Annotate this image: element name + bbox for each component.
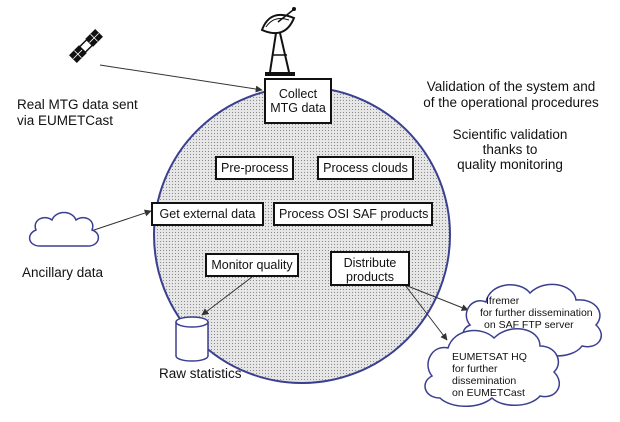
satellite-label-line2: via EUMETCast: [17, 113, 114, 128]
monitor-quality-box: Monitor quality: [205, 253, 299, 277]
satellite-icon: [69, 29, 103, 63]
validation-label-line1: Validation of the system and: [426, 79, 596, 94]
arrow-distribute-to-ifremer: [404, 284, 469, 311]
scientific-label-line1: Scientific validation: [452, 127, 568, 142]
scientific-label-line2: thanks to: [482, 142, 538, 157]
satellite-label-line1: Real MTG data sent: [17, 97, 138, 112]
arrow-satellite-to-collect: [99, 64, 263, 93]
ancillary-data-label: Ancillary data: [22, 265, 104, 280]
process-clouds-box: Process clouds: [317, 156, 414, 180]
collect-box-line1: Collect: [278, 87, 318, 101]
eumetsat-cloud-line3: dissemination: [452, 375, 517, 387]
scientific-label-line3: quality monitoring: [457, 157, 563, 172]
arrow-ancillary-to-external: [87, 209, 152, 233]
preprocess-box: Pre-process: [215, 156, 294, 180]
ifremer-cloud-line1: Ifremer: [486, 295, 520, 307]
database-icon: [175, 316, 209, 362]
ifremer-cloud-line3: on SAF FTP server: [484, 319, 574, 331]
satellite-dish-icon: [260, 7, 296, 76]
collect-box-line2: MTG data: [270, 101, 326, 115]
process-osi-saf-box: Process OSI SAF products: [273, 202, 433, 226]
raw-statistics-label: Raw statistics: [159, 366, 242, 381]
cloud-icon-eumetsat: [424, 328, 560, 407]
collect-mtg-data-box: Collect MTG data: [264, 78, 332, 124]
eumetsat-cloud-line4: on EUMETCast: [452, 387, 525, 399]
get-external-data-box: Get external data: [151, 202, 264, 226]
ifremer-cloud-line2: for further dissemination: [480, 307, 593, 319]
validation-label-line2: of the operational procedures: [423, 95, 599, 110]
arrow-distribute-to-eumetsat: [404, 284, 448, 341]
distribute-box-line1: Distribute: [343, 256, 397, 270]
eumetsat-cloud-line2: for further: [452, 363, 498, 375]
distribute-products-box: Distribute products: [330, 251, 410, 286]
distribute-box-line2: products: [346, 270, 394, 284]
cloud-icon-ancillary: [28, 211, 100, 247]
line-monitor-to-database: [201, 276, 253, 316]
eumetsat-cloud-line1: EUMETSAT HQ: [452, 351, 527, 363]
